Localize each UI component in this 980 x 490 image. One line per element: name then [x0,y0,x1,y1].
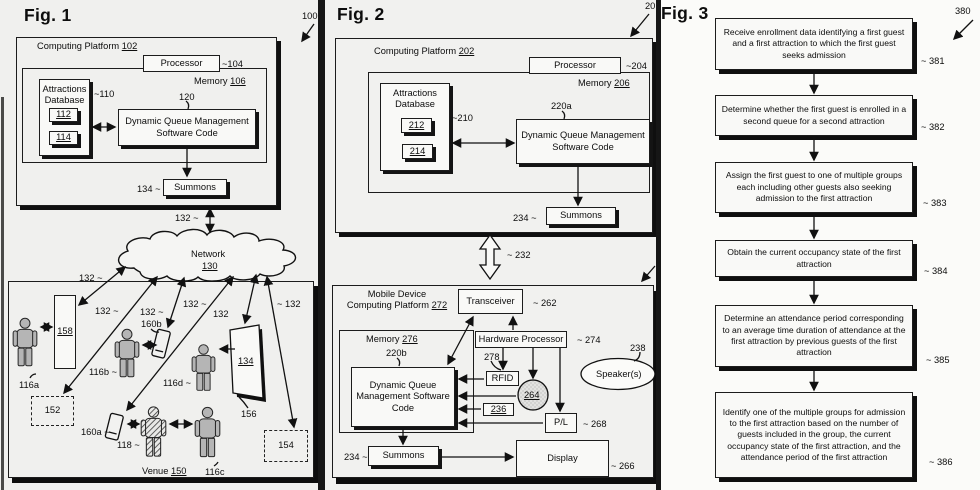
mobile-memory-label: Memory 276 [366,334,418,345]
dqm-ref-fig2: 220a [551,101,572,112]
panel-divider-1 [318,0,325,490]
flow-ref-383: ~ 383 [923,198,947,209]
hardware-processor-ref: ~ 274 [577,335,601,346]
pl-ref: ~ 268 [583,419,607,430]
venue-link-132-2: 132 ~ [140,307,164,318]
scan-edge-artifact [1,97,4,490]
attractions-database-ref-fig1: ~110 [94,89,114,100]
sign-156-ref: 156 [241,409,257,420]
phone-160a-label: 160a ~ [81,427,110,438]
mobile-summons-box: Summons [368,446,439,466]
venue-link-132-1: 132 ~ [95,306,119,317]
attractions-database-label-fig2: AttractionsDatabase [382,88,448,109]
link-132-main-label: 132 ~ [175,213,199,224]
summons-box-fig2: Summons [546,207,616,225]
processor-box-fig1: Processor [143,55,220,72]
fig3-ref-380: 380 [955,6,971,17]
fig2-title: Fig. 2 [337,4,385,25]
rfid-box: RFID [486,371,519,386]
flow-step-382: Determine whether the first guest is enr… [715,95,913,136]
zone-152-box: 152 [31,396,74,426]
sensor-264-label: 264 [524,390,540,401]
speaker-ref: 238 [630,343,646,354]
phone-160b-label: 160b [141,319,162,330]
dqm-ref-fig1: 120 [179,92,195,103]
flow-step-383: Assign the first guest to one of multipl… [715,162,913,213]
dqm-box-fig2: Dynamic Queue Management Software Code [516,119,650,164]
database-row-212: 212 [401,118,432,133]
database-row-114: 114 [49,131,78,145]
processor-ref-fig1: ~104 [222,59,243,70]
fig2-ref-200: 20 [645,1,655,12]
link-232-label: ~ 232 [507,250,531,261]
guest-116d-label: 116d ~ [163,378,191,389]
summons-ref-fig1: 134 ~ [137,184,161,195]
dqm-box-fig1: Dynamic Queue Management Software Code [118,109,256,146]
rfid-ref: 278 [484,352,500,363]
summons-ref-fig2: 234 ~ [513,213,537,224]
panel-divider-2 [656,0,661,490]
computing-platform-label-fig1: Computing Platform 102 [37,41,137,52]
transceiver-box: Transceiver [458,289,523,314]
database-row-112: 112 [49,108,78,122]
zone-154-box: 154 [264,430,308,462]
venue-link-132-5: ~ 132 [277,299,301,310]
venue-label: Venue 150 [142,466,186,477]
network-label: Network [191,249,225,260]
mobile-platform-label: Mobile DeviceComputing Platform 272 [340,289,454,310]
mobile-dqm-box: Dynamic Queue Management Software Code [351,367,455,427]
flow-ref-381: ~ 381 [921,56,945,67]
summons-box-fig1: Summons [163,179,227,196]
network-num: 130 [202,261,218,272]
fig1-title: Fig. 1 [24,5,72,26]
hardware-processor-box: Hardware Processor [475,331,567,348]
flow-step-384: Obtain the current occupancy state of th… [715,240,913,277]
computing-platform-label-fig2: Computing Platform 202 [374,46,474,57]
flow-step-386: Identify one of the multiple groups for … [715,392,913,478]
guest-116a-label: 116a [19,380,39,391]
guest-116b-label: 116b ~ [89,367,117,378]
kiosk-158-box: 158 [54,295,76,369]
display-box: Display [516,440,609,477]
database-row-214: 214 [402,144,433,159]
venue-link-132-3: 132 ~ [183,299,207,310]
guest-116c-label: 116c [205,467,224,478]
flow-ref-384: ~ 384 [924,266,948,277]
processor-box-fig2: Processor [529,57,621,74]
memory-label-fig2: Memory 206 [578,78,630,89]
speaker-label: Speaker(s) [596,369,641,380]
module-236-box: 236 [483,403,514,416]
mobile-summons-ref: 234 ~ [344,452,368,463]
attractions-database-label-fig1: AttractionsDatabase [40,84,89,105]
pl-box: P/L [545,413,577,433]
flow-step-381: Receive enrollment data identifying a fi… [715,18,913,70]
sign-134-label: 134 [238,356,254,367]
display-ref: ~ 266 [611,461,635,472]
flow-step-385: Determine an attendance period correspon… [715,305,913,367]
guest-118-label: 118 ~ [117,440,140,451]
attractions-database-ref-fig2: ~210 [452,113,473,124]
mobile-dqm-ref: 220b [386,348,407,359]
memory-label-fig1: Memory 106 [194,76,246,87]
flow-ref-386: ~ 386 [929,457,953,468]
fig3-title: Fig. 3 [661,3,709,24]
flow-ref-385: ~ 385 [926,355,950,366]
flow-ref-382: ~ 382 [921,122,945,133]
fig1-ref-100: 100 [302,11,318,22]
transceiver-ref: ~ 262 [533,298,557,309]
venue-link-132-4: 132 [213,309,229,320]
link-132-cloud-left: 132 ~ [79,273,103,284]
processor-ref-fig2: ~204 [626,61,647,72]
